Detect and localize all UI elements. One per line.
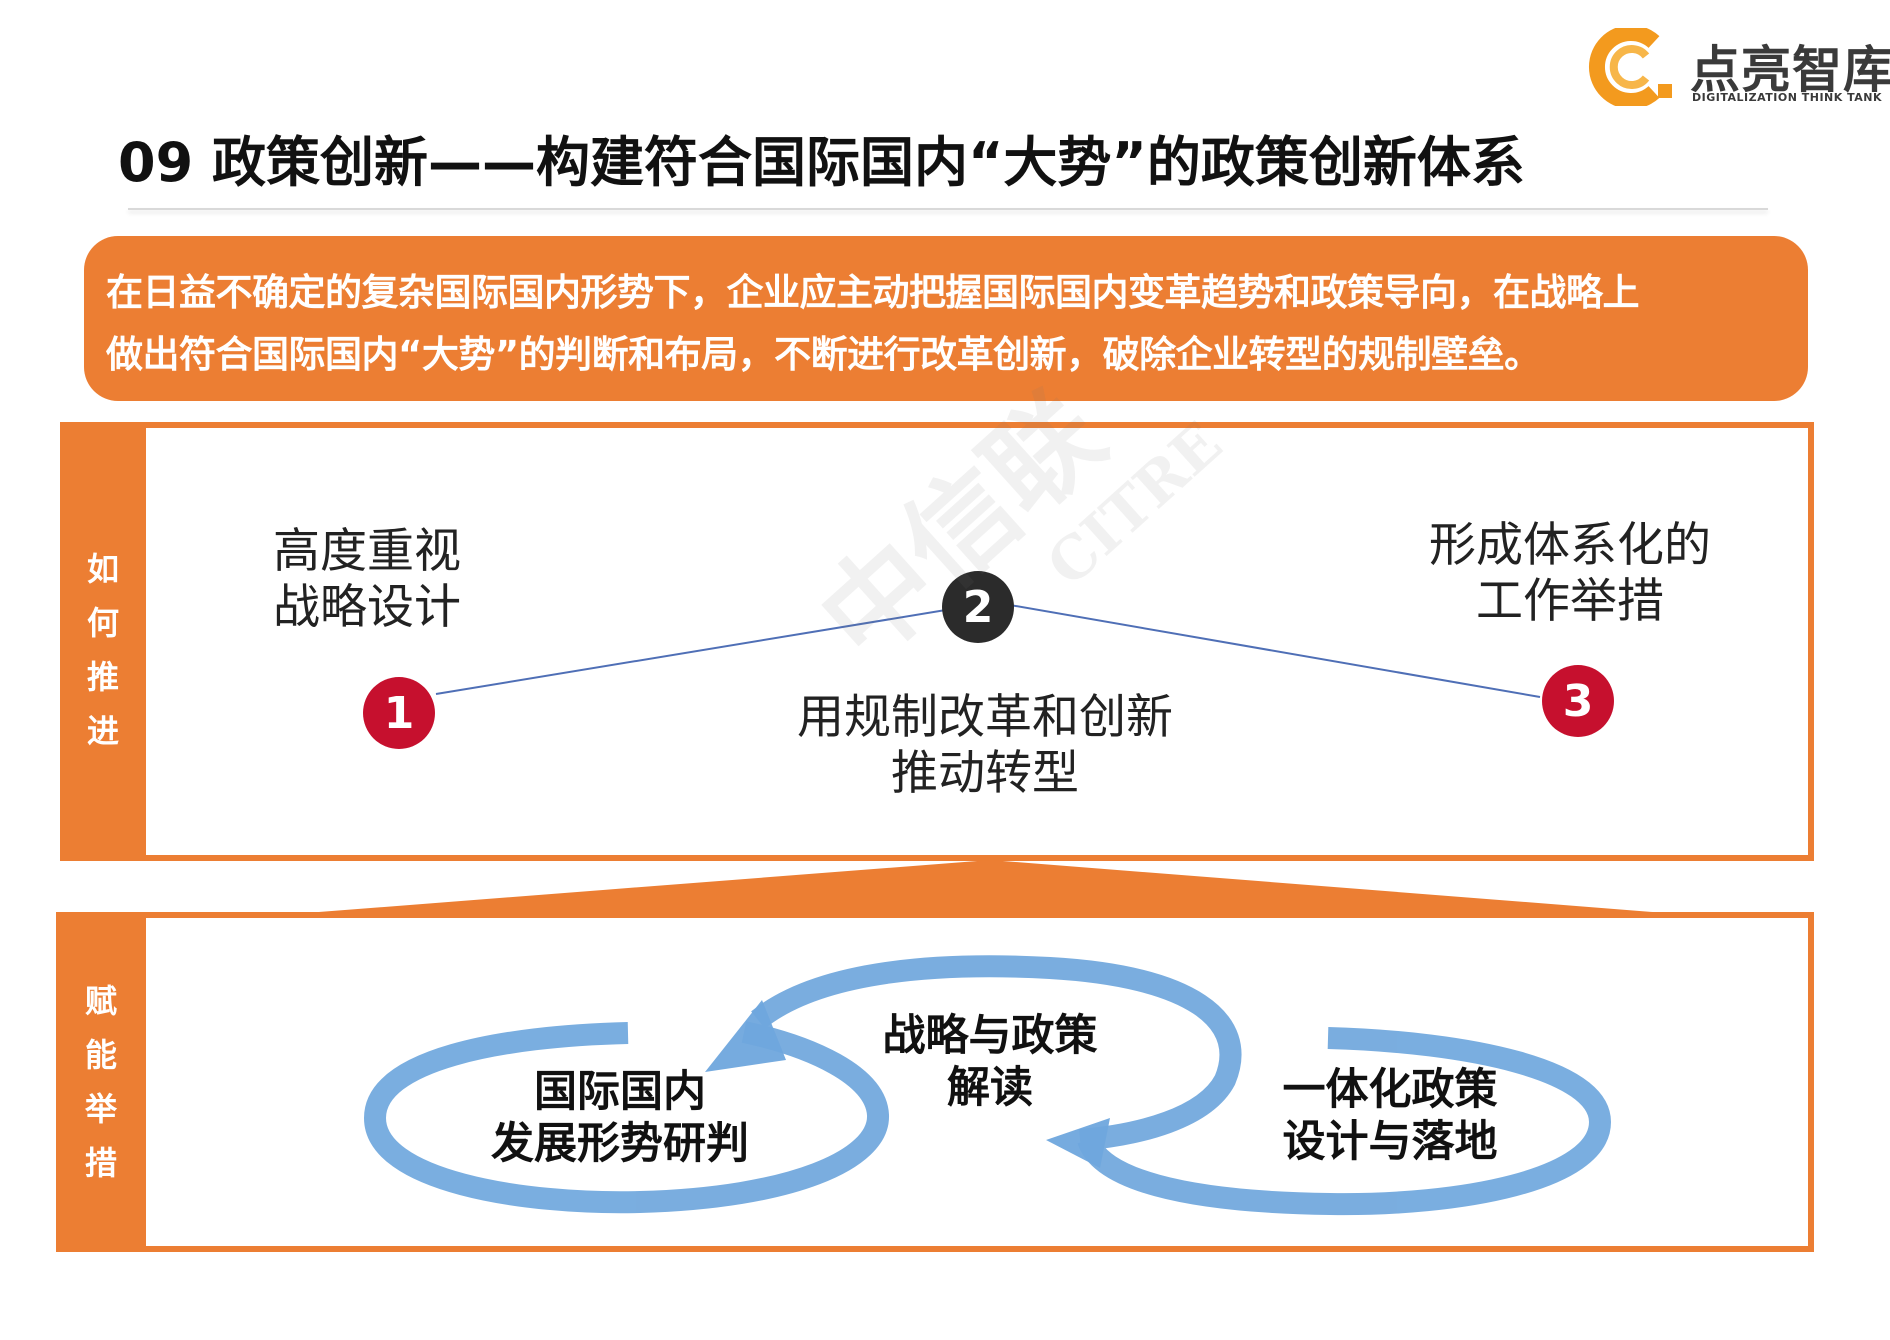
page-title: 09 政策创新——构建符合国际国内“大势”的政策创新体系 [118,131,1525,194]
step-marker-3: 3 [1542,665,1614,737]
cycle-item-1-line: 国际国内 [534,1067,706,1117]
logo-mark-icon [1589,28,1672,106]
enable-label-char: 赋 [84,982,117,1020]
cycle-item-3-line: 一体化政策 [1282,1065,1498,1115]
cycle-item-2-line: 战略与政策 [882,1011,1098,1061]
logo-subtitle: DIGITALIZATION THINK TANK [1692,91,1882,104]
cycle-item-2-line: 解读 [947,1063,1033,1113]
logo-name: 点亮智库 [1690,41,1890,99]
how-label-char: 推 [86,658,119,696]
cycle-item-1-line: 发展形势研判 [491,1119,749,1169]
step-1-line: 战略设计 [273,580,461,635]
step-2-text: 用规制改革和创新 推动转型 [785,690,1185,802]
step-marker-2: 2 [942,571,1014,643]
step-marker-1: 1 [363,677,435,749]
step-3-line: 工作举措 [1476,574,1664,629]
step-2-line: 用规制改革和创新 [797,690,1173,745]
intro-line-1: 在日益不确定的复杂国际国内形势下，企业应主动把握国际国内变革趋势和政策导向，在战… [106,271,1640,314]
cycle-item-3: 一体化政策 设计与落地 [1260,1064,1520,1168]
how-section-label: 如 何 推 进 [60,422,146,861]
cycle-item-2: 战略与政策 解读 [860,1010,1120,1114]
how-label-char: 何 [86,604,119,642]
intro-line-2: 做出符合国际国内“大势”的判断和布局，不断进行改革创新，破除企业转型的规制壁垒。 [106,333,1541,376]
cycle-item-1: 国际国内 发展形势研判 [470,1066,770,1170]
step-1-line: 高度重视 [273,524,461,579]
step-2-line: 推动转型 [891,746,1079,801]
how-label-char: 如 [86,550,119,588]
enable-section-label: 赋 能 举 措 [56,912,146,1252]
title-divider [128,208,1768,210]
enable-label-char: 措 [84,1144,117,1182]
step-3-line: 形成体系化的 [1429,518,1711,573]
enable-label-char: 举 [84,1090,117,1128]
cycle-item-3-line: 设计与落地 [1282,1117,1498,1167]
step-1-text: 高度重视 战略设计 [262,524,472,636]
step-3-text: 形成体系化的 工作举措 [1415,518,1725,630]
enable-label-char: 能 [84,1036,117,1074]
how-label-char: 进 [86,712,119,750]
intro-banner: 在日益不确定的复杂国际国内形势下，企业应主动把握国际国内变革趋势和政策导向，在战… [84,236,1808,401]
